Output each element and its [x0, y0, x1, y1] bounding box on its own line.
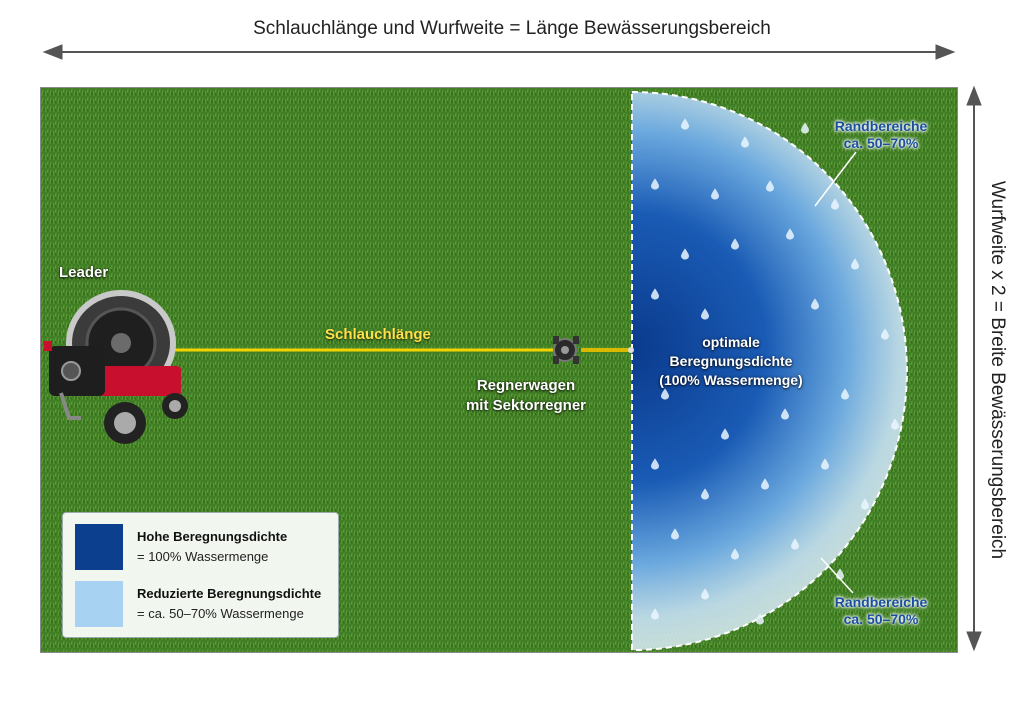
optimal-density-line3: (100% Wassermenge) — [659, 372, 803, 388]
edge-bottom-pointer — [820, 557, 854, 594]
length-dimension-label: Schlauchlänge und Wurfweite = Länge Bewä… — [253, 18, 771, 39]
optimal-density-label: optimale Beregnungsdichte (100% Wasserme… — [641, 333, 821, 390]
legend-subtitle-reduced: = ca. 50–70% Wassermenge — [137, 606, 304, 621]
length-arrow — [42, 44, 956, 60]
edge-top-pointer — [814, 151, 857, 207]
hose-length-label: Schlauchlänge — [325, 326, 431, 343]
edge-area-top-line1: Randbereiche — [834, 118, 928, 134]
legend: Hohe Beregnungsdichte = 100% Wassermenge… — [62, 512, 339, 638]
sprinkler-cart-label-line2: mit Sektorregner — [465, 397, 587, 414]
width-arrow — [966, 85, 982, 652]
legend-swatch-reduced — [75, 581, 123, 627]
edge-area-bottom-line2: ca. 50–70% — [843, 611, 919, 627]
sprinkler-cart-label: Regnerwagen mit Sektorregner — [451, 376, 601, 416]
legend-title-reduced: Reduzierte Beregnungsdichte — [137, 586, 322, 601]
leader-label: Leader — [59, 264, 109, 281]
hose-reel-machine-icon — [44, 290, 188, 444]
optimal-density-line1: optimale — [702, 334, 760, 350]
width-dimension-label: Wurfweite x 2 = Breite Bewässerungsberei… — [987, 180, 1008, 560]
legend-subtitle-high: = 100% Wassermenge — [137, 549, 269, 564]
sprinkler-cart-icon — [553, 336, 634, 364]
edge-area-bottom-label: Randbereiche ca. 50–70% — [821, 594, 941, 628]
edge-area-top-label: Randbereiche ca. 50–70% — [821, 118, 941, 152]
edge-area-top-line2: ca. 50–70% — [843, 135, 919, 151]
sprinkler-cart-label-line1: Regnerwagen — [476, 377, 576, 394]
optimal-density-line2: Beregnungsdichte — [669, 353, 793, 369]
edge-area-bottom-line1: Randbereiche — [834, 594, 928, 610]
spray-sector — [631, 90, 908, 652]
legend-swatch-high — [75, 524, 123, 570]
legend-title-high: Hohe Beregnungsdichte — [137, 529, 288, 544]
